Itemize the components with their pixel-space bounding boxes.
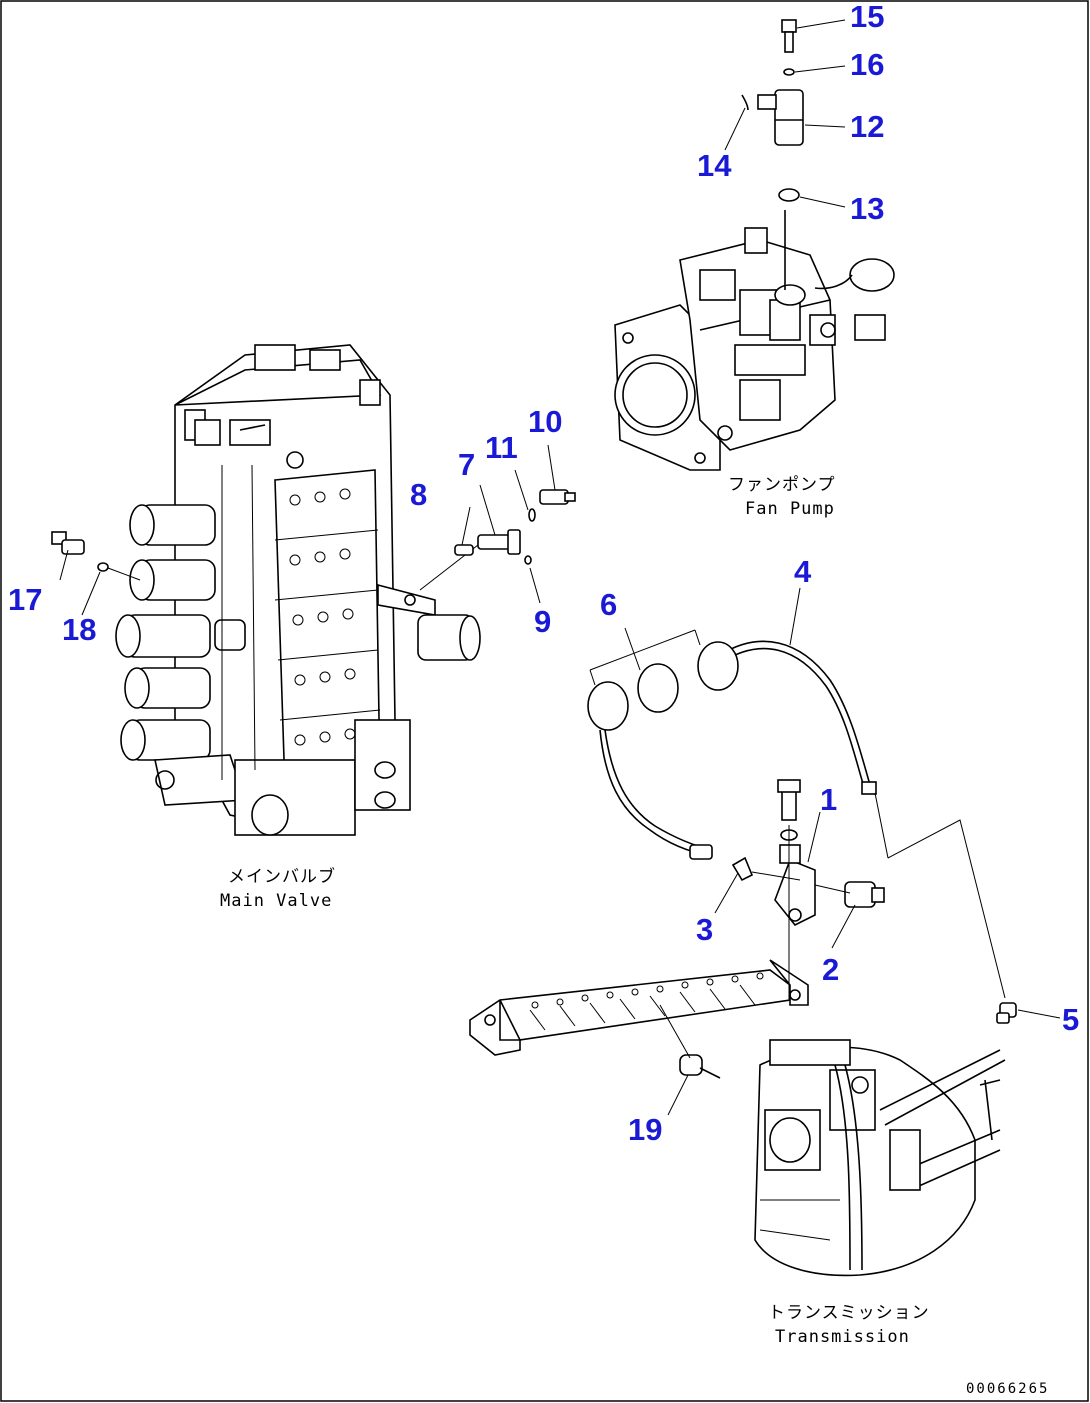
fan-pump-caption-en: Fan Pump	[745, 499, 835, 519]
callout-11: 11	[485, 430, 518, 465]
transmission-drawing	[754, 1039, 1006, 1277]
callout-4: 4	[794, 554, 812, 589]
transmission-caption-en: Transmission	[775, 1327, 910, 1347]
callout-2: 2	[822, 952, 839, 987]
captions: メインバルブ Main Valve ファンポンプ Fan Pump トランスミッ…	[220, 475, 1049, 1397]
callout-18: 18	[62, 612, 96, 647]
callout-7: 7	[458, 447, 475, 482]
callout-5: 5	[1062, 1002, 1079, 1037]
fittings-drawing	[51, 19, 1017, 1024]
callout-12: 12	[850, 109, 884, 144]
callout-15: 15	[850, 0, 884, 34]
callout-17: 17	[8, 582, 42, 617]
leader-lines	[59, 19, 1061, 1116]
callout-16: 16	[850, 47, 884, 82]
bracket-drawing	[469, 779, 885, 1079]
main-valve-drawing	[115, 344, 481, 836]
callout-9: 9	[534, 604, 551, 639]
callout-10: 10	[528, 404, 562, 439]
callout-8: 8	[410, 477, 427, 512]
document-id: 00066265	[966, 1381, 1049, 1397]
fan-pump-drawing	[614, 210, 895, 471]
callouts: 15 16 12 14 13 10 11 7 8 9 17 18 4 6 1 3…	[8, 0, 1079, 1147]
callout-14: 14	[697, 148, 732, 183]
fan-pump-caption-jp: ファンポンプ	[728, 475, 836, 495]
main-valve-caption-en: Main Valve	[220, 891, 332, 911]
callout-1: 1	[820, 782, 837, 817]
main-valve-caption-jp: メインバルブ	[228, 866, 336, 887]
transmission-caption-jp: トランスミッション	[768, 1303, 930, 1323]
callout-19: 19	[628, 1112, 662, 1147]
harness-drawing	[587, 629, 877, 860]
callout-13: 13	[850, 191, 884, 226]
callout-6: 6	[600, 587, 617, 622]
callout-3: 3	[696, 912, 713, 947]
